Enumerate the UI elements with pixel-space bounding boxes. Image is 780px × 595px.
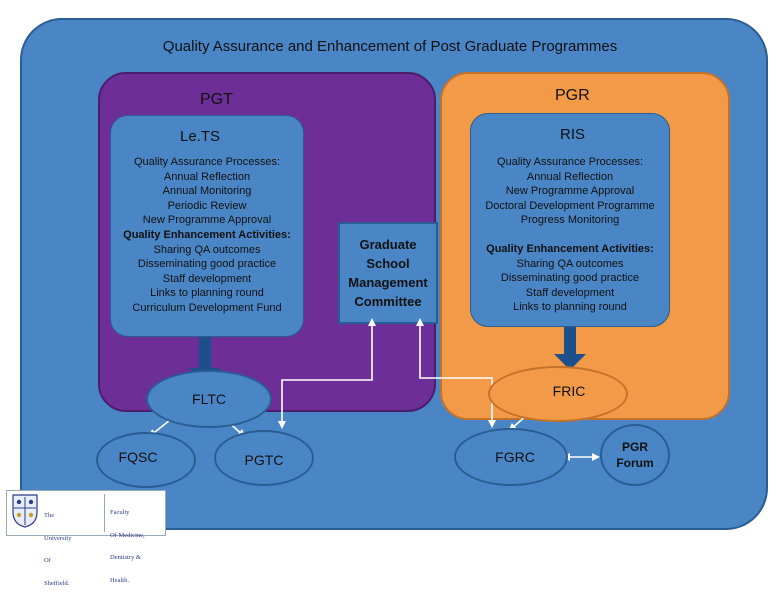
ris-qa-item: Quality Assurance Processes: <box>496 156 644 168</box>
lets-list-item: Curriculum Development Fund <box>132 301 282 314</box>
diagram-title: Quality Assurance and Enhancement of Pos… <box>162 38 618 55</box>
university-name-line: Of <box>44 557 51 564</box>
fltc-label: FLTC <box>192 391 226 407</box>
pgtc-node: PGTC <box>214 430 314 486</box>
ris-qe-item: Staff development <box>525 286 615 299</box>
ris-qa-item: New Programme Approval <box>505 185 635 198</box>
ris-qa-item: Progress Monitoring <box>520 214 620 227</box>
shield-icon <box>12 494 38 528</box>
ris-qe-list: Quality Enhancement Activities: Sharing Q… <box>470 242 670 315</box>
ris-qa-list: Quality Assurance Processes: Annual Refle… <box>470 155 670 228</box>
ris-qa-item: Doctoral Development Programme <box>485 199 655 212</box>
ris-qe-item: Quality Enhancement Activities: <box>486 243 654 255</box>
ris-qa-item: Annual Reflection <box>526 170 614 183</box>
fgrc-label: FGRC <box>495 449 535 465</box>
lets-list-item: Sharing QA outcomes <box>153 243 261 256</box>
gsmc-fgrc-link <box>416 318 496 428</box>
fqsc-node: FQSC <box>96 432 196 488</box>
university-name-line: Sheffield. <box>44 579 70 587</box>
lets-title: Le.TS <box>180 128 221 145</box>
university-name-line: University <box>44 534 72 542</box>
pgr-down-connector <box>564 327 576 357</box>
lets-list-item: Periodic Review <box>167 199 247 212</box>
lets-box <box>110 115 304 337</box>
faculty-name: Faculty Of Medicine, Dentistry & Health. <box>110 494 166 592</box>
pgt-down-connector <box>199 337 211 371</box>
lets-list-item: New Programme Approval <box>142 214 272 227</box>
ris-title: RIS <box>560 126 586 143</box>
lets-list-item: Quality Enhancement Activities: <box>123 228 291 241</box>
pgt-label: PGT <box>200 91 233 108</box>
faculty-name-line: Health. <box>110 576 129 584</box>
lets-list-item: Disseminating good practice <box>137 258 277 271</box>
gsmc-pgtc-link <box>278 318 376 429</box>
ris-qe-item: Disseminating good practice <box>500 272 640 285</box>
gsmc-box: Graduate School Management Committee <box>338 222 438 324</box>
pgr-label: PGR <box>555 87 590 104</box>
fqsc-label: FQSC <box>118 449 158 465</box>
pgr-forum-line: Forum <box>616 456 654 470</box>
gsmc-line: Graduate <box>359 237 417 252</box>
university-name-line: The <box>44 512 55 519</box>
gsmc-line: Committee <box>354 294 422 309</box>
faculty-name-line: Of Medicine, <box>110 531 145 539</box>
lets-list-item: Quality Assurance Processes: <box>133 156 281 168</box>
fltc-node: FLTC <box>146 370 272 428</box>
university-name: The University Of Sheffield. <box>44 497 86 595</box>
lets-process-list: Quality Assurance Processes: Annual Refle… <box>110 155 304 316</box>
pgr-forum-node: PGR Forum <box>600 424 670 486</box>
gsmc-line: Management <box>348 275 428 290</box>
ris-box <box>470 113 670 327</box>
logo-divider <box>104 494 105 532</box>
pgr-forum-line: PGR <box>621 440 648 454</box>
faculty-name-line: Dentistry & <box>110 554 141 561</box>
pgtc-label: PGTC <box>244 452 284 468</box>
lets-list-item: Annual Monitoring <box>162 185 252 198</box>
ris-qe-item: Sharing QA outcomes <box>516 257 624 270</box>
lets-list-item: Annual Reflection <box>163 170 251 183</box>
faculty-name-line: Faculty <box>110 509 130 516</box>
lets-list-item: Staff development <box>162 272 252 285</box>
fric-label: FRIC <box>552 383 586 399</box>
lets-list-item: Links to planning round <box>150 287 264 300</box>
ris-qe-item: Links to planning round <box>513 301 627 314</box>
fric-node: FRIC <box>488 366 628 422</box>
gsmc-line: School <box>366 256 410 271</box>
pgr-down-arrowhead <box>554 354 586 370</box>
fgrc-node: FGRC <box>454 428 568 486</box>
